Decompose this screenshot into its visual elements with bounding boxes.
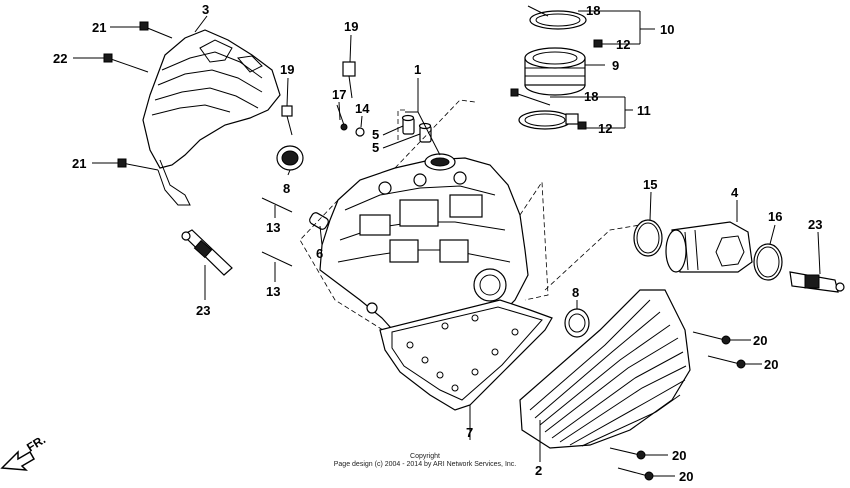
cylinder-head-part[interactable] [319, 153, 529, 353]
front-label: FR. [24, 432, 48, 454]
callout-10: 10 [660, 22, 674, 37]
spark-plug-left[interactable] [181, 229, 233, 276]
callout-8: 8 [283, 181, 290, 196]
nut-12-lower[interactable] [577, 121, 587, 130]
copyright-line-1: Copyright [410, 453, 440, 460]
callout-20: 20 [753, 333, 767, 348]
callout-6: 6 [316, 246, 323, 261]
callout-3: 3 [202, 2, 209, 17]
callout-21: 21 [92, 20, 106, 35]
bolt-21-lower[interactable] [117, 158, 159, 171]
bolt-20-b[interactable] [707, 355, 746, 369]
callout-4: 4 [731, 185, 739, 200]
tappet-hole-cap-4[interactable] [665, 221, 753, 273]
band-10[interactable] [527, 5, 587, 30]
callout-1: 1 [414, 62, 421, 77]
nut-12-upper[interactable] [593, 39, 603, 48]
spark-plug-right[interactable] [789, 271, 845, 293]
callout-8: 8 [572, 285, 579, 300]
bolt-19-left[interactable] [281, 105, 293, 136]
callout-labels: 21 3 22 21 19 19 17 14 1 5 5 8 6 13 13 2… [53, 2, 822, 484]
o-ring-16[interactable] [753, 243, 783, 281]
front-direction-indicator: FR. [0, 432, 48, 471]
dowel-5-upper[interactable] [401, 114, 415, 135]
callout-11: 11 [637, 103, 651, 118]
bolt-21-upper[interactable] [139, 21, 173, 39]
cylinder-cover-part[interactable] [519, 289, 691, 449]
bolt-22[interactable] [103, 53, 149, 73]
callout-19: 19 [344, 19, 358, 34]
callout-23: 23 [196, 303, 210, 318]
callout-7: 7 [466, 425, 473, 440]
callout-19: 19 [280, 62, 294, 77]
callout-21: 21 [72, 156, 86, 171]
copyright-notice: Copyright Page design (c) 2004 - 2014 by… [334, 453, 517, 468]
callout-12: 12 [616, 37, 630, 52]
callout-18: 18 [586, 3, 600, 18]
dowel-pin-6[interactable] [308, 211, 330, 230]
o-ring-15[interactable] [633, 219, 663, 257]
callout-5: 5 [372, 127, 379, 142]
insulator-9[interactable] [524, 47, 586, 96]
callout-12: 12 [598, 121, 612, 136]
copyright-line-2: Page design (c) 2004 - 2014 by ARI Netwo… [334, 461, 517, 468]
washer-14[interactable] [355, 127, 365, 137]
callout-18: 18 [584, 89, 598, 104]
bolt-20-a[interactable] [692, 331, 731, 345]
bolt-17[interactable] [336, 104, 348, 131]
callout-2: 2 [535, 463, 542, 478]
callout-13: 13 [266, 284, 280, 299]
leader-lines [73, 10, 821, 477]
plug-seal-8-right[interactable] [564, 308, 590, 338]
bolt-20-c[interactable] [609, 447, 646, 460]
front-arrow-icon [0, 450, 36, 471]
head-gasket-part[interactable] [379, 299, 553, 411]
callout-20: 20 [764, 357, 778, 372]
callout-5: 5 [372, 140, 379, 155]
screw-18[interactable] [510, 88, 551, 106]
callout-20: 20 [672, 448, 686, 463]
callout-13: 13 [266, 220, 280, 235]
callout-22: 22 [53, 51, 67, 66]
callout-14: 14 [355, 101, 370, 116]
plug-seal-8-left[interactable] [276, 145, 304, 171]
callout-16: 16 [768, 209, 782, 224]
stud-bolt-13-lower[interactable] [261, 251, 293, 267]
callout-15: 15 [643, 177, 657, 192]
bolt-19-center[interactable] [342, 61, 356, 99]
cylinder-head-cover-part[interactable] [142, 29, 281, 206]
callout-23: 23 [808, 217, 822, 232]
callout-9: 9 [612, 58, 619, 73]
band-11[interactable] [518, 110, 579, 130]
callout-17: 17 [332, 87, 346, 102]
callout-20: 20 [679, 469, 693, 484]
stud-bolt-13-upper[interactable] [261, 197, 293, 213]
bolt-20-d[interactable] [617, 467, 654, 481]
